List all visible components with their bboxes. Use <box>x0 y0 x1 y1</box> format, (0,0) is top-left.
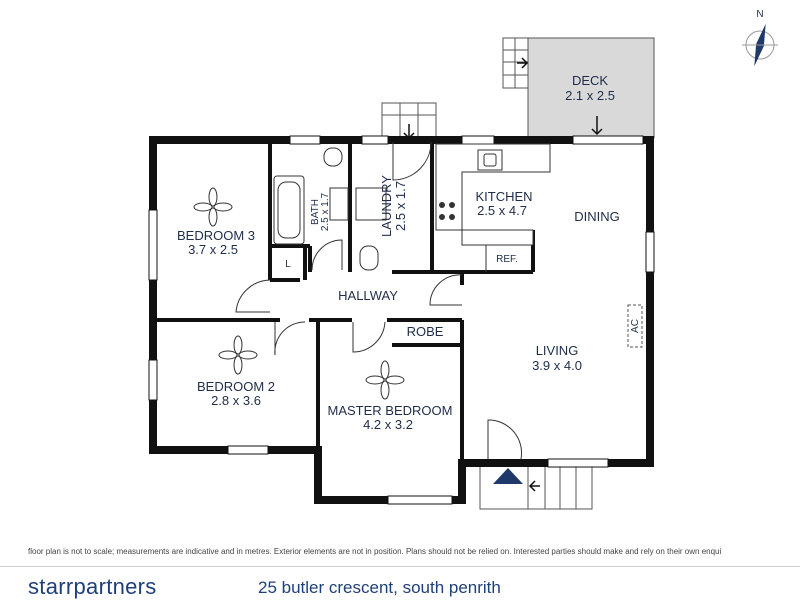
laundry-label: LAUNDRY <box>379 175 394 237</box>
robe-label: ROBE <box>407 324 444 339</box>
disclaimer-text: floor plan is not to scale; measurements… <box>28 547 722 556</box>
deck-steps <box>502 37 529 89</box>
entry-triangle-icon <box>493 468 523 484</box>
linen-label: L <box>285 259 291 270</box>
property-address: 25 butler crescent, south penrith <box>258 578 501 597</box>
floor-plan: N DECK 2.1 x 2.5 BEDROOM 3 3.7 x 2.5 BAT… <box>148 9 778 510</box>
laundry-size: 2.5 x 1.7 <box>393 181 408 231</box>
ac-label: AC <box>630 319 641 333</box>
hallway-label: HALLWAY <box>338 288 398 303</box>
ceiling-fan-icon <box>193 187 233 227</box>
deck-label: DECK <box>572 73 608 88</box>
living-size: 3.9 x 4.0 <box>532 358 582 373</box>
deck-step-arrow-icon <box>517 57 529 69</box>
brand-logo: starrpartners <box>28 574 157 599</box>
bedroom3-label: BEDROOM 3 <box>177 228 255 243</box>
windows <box>148 135 655 505</box>
bedroom2-label: BEDROOM 2 <box>197 379 275 394</box>
bath-fittings <box>273 147 387 271</box>
kitchen-bench <box>435 143 551 246</box>
kitchen-label: KITCHEN <box>475 189 532 204</box>
entry-steps <box>479 462 593 510</box>
bedroom3-size: 3.7 x 2.5 <box>188 242 238 257</box>
ceiling-fan-icon <box>218 335 258 375</box>
entry-side-arrow-icon <box>528 480 540 492</box>
interior-walls <box>153 140 535 463</box>
deck-size: 2.1 x 2.5 <box>565 88 615 103</box>
bedroom2-size: 2.8 x 3.6 <box>211 393 261 408</box>
master-bedroom-size: 4.2 x 3.2 <box>363 417 413 432</box>
dining-label: DINING <box>574 209 620 224</box>
door-swings <box>235 141 523 460</box>
fridge-label: REF. <box>496 254 518 265</box>
cooktop-icon <box>439 202 455 220</box>
kitchen-size: 2.5 x 4.7 <box>477 203 527 218</box>
compass-north-label: N <box>756 9 763 20</box>
deck-door-arrow-icon <box>591 116 603 136</box>
deck-area <box>527 37 655 139</box>
living-label: LIVING <box>536 343 579 358</box>
bath-label: BATH <box>310 199 321 225</box>
compass-icon <box>742 23 778 67</box>
footer-divider <box>0 566 800 567</box>
ceiling-fan-icon <box>365 360 405 400</box>
bath-size: 2.5 x 1.7 <box>320 192 331 231</box>
ac-unit <box>627 304 643 348</box>
master-bedroom-label: MASTER BEDROOM <box>328 403 453 418</box>
